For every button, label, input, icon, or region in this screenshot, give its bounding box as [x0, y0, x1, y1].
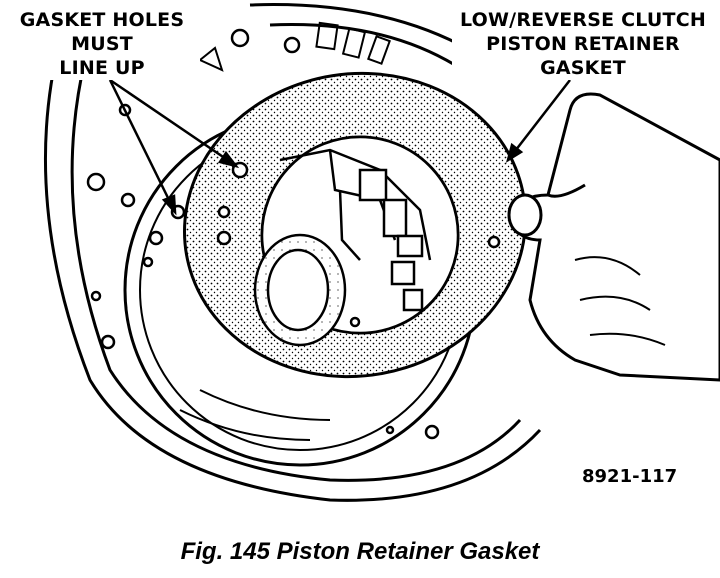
callout-line: MUST	[71, 33, 133, 55]
leader-lines	[108, 78, 571, 216]
callout-line: GASKET HOLES	[19, 9, 185, 31]
gasket-callout: LOW/REVERSE CLUTCH PISTON RETAINER GASKE…	[452, 8, 714, 80]
piston-hub	[253, 135, 460, 347]
figure-number: 8921-117	[582, 466, 678, 487]
gasket-holes-callout: GASKET HOLES MUST LINE UP	[4, 8, 200, 80]
callout-line: LOW/REVERSE CLUTCH	[460, 9, 706, 31]
hand-icon	[507, 92, 720, 382]
callout-line: LINE UP	[59, 57, 145, 79]
callout-line: PISTON RETAINER	[486, 33, 680, 55]
case-ribs	[179, 21, 391, 441]
callout-line: GASKET	[540, 57, 626, 79]
figure-caption: Fig. 145 Piston Retainer Gasket	[180, 538, 540, 565]
